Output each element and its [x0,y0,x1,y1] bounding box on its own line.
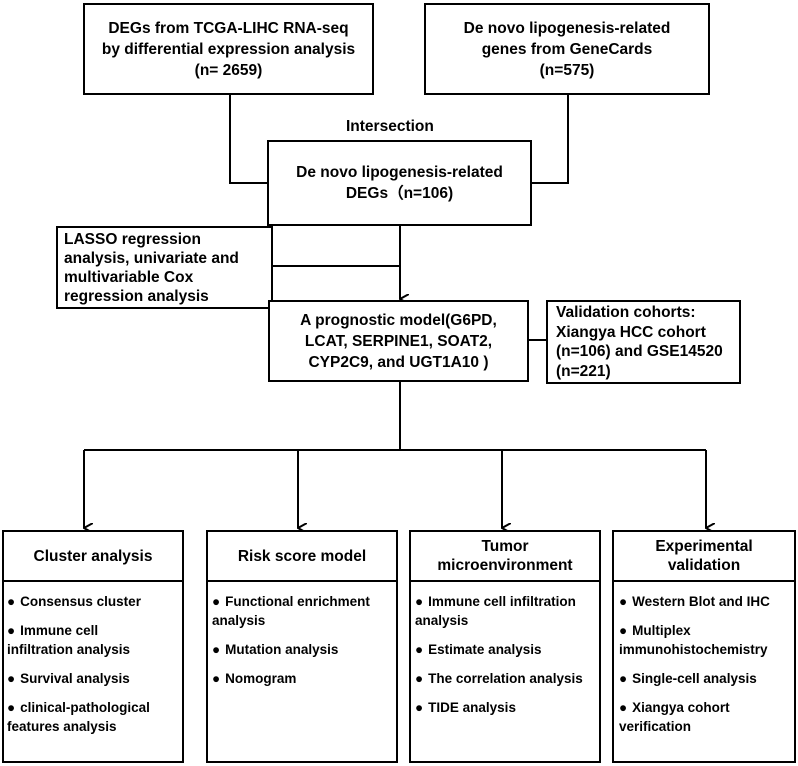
list-item: ● Estimate analysis [415,640,595,659]
dnl-degs-line-2: DEGs（n=106) [345,185,454,202]
list-item: ● The correlation analysis [415,669,595,688]
bullet-icon: ● [415,700,424,715]
degs-tcga-line-1: DEGs from TCGA-LIHC RNA-seq [108,19,349,37]
genecards-line-3: (n=575) [539,61,595,79]
experimental-title-line-2: validation [667,557,741,574]
list-item: ● Multiplex immunohistochemistry [619,621,790,659]
list-item-text: Functional enrichment [225,594,370,609]
list-item: ● Xiangya cohort verification [619,698,790,736]
bullet-icon: ● [619,623,628,638]
list-item-text: analysis [415,613,469,628]
list-item: ● Immune cell infiltration analysis [7,621,178,659]
bullet-icon: ● [415,642,424,657]
list-item: ● Survival analysis [7,669,178,688]
bullet-icon: ● [7,671,16,686]
dnl-degs-box: De novo lipogenesis-related DEGs（n=106) [267,140,532,226]
list-item-text: Survival analysis [20,671,130,686]
list-item: ● Mutation analysis [212,640,392,659]
bullet-icon: ● [415,594,424,609]
list-item-text: Immune cell [20,623,99,638]
bullet-icon: ● [7,700,16,715]
intersection-label: Intersection [346,118,434,135]
cluster-analysis-title: Cluster analysis [4,532,182,582]
dnl-degs-line-1: De novo lipogenesis-related [296,164,503,181]
lasso-box: LASSO regression analysis, univariate an… [56,226,273,309]
cluster-analysis-panel: Cluster analysis ● Consensus cluster ● Imm… [2,530,184,763]
list-item: ● Functional enrichment analysis [212,592,392,630]
tumor-microenvironment-panel: Tumor microenvironment ● Immune cell infi… [409,530,601,763]
validation-line-2: Xiangya HCC cohort [556,323,706,341]
connector-genecards-to-dnl [532,95,569,184]
list-item-text: Estimate analysis [428,642,542,657]
validation-line-1: Validation cohorts: [556,304,696,321]
list-item-text: analysis [212,613,266,628]
list-item-text: clinical-pathological [20,700,150,715]
model-line-3: CYP2C9, and UGT1A10 ) [308,353,489,371]
bullet-icon: ● [7,623,16,638]
bullet-icon: ● [7,594,16,609]
list-item-text: TIDE analysis [428,700,516,715]
list-item: ● Immune cell infiltration analysis [415,592,595,630]
validation-cohorts-box: Validation cohorts: Xiangya HCC cohort (… [546,300,741,384]
bullet-icon: ● [415,671,424,686]
bullet-icon: ● [619,594,628,609]
list-item-text: Western Blot and IHC [632,594,770,609]
connector-tcga-to-dnl [229,95,267,184]
lasso-line-4: regression analysis [64,288,209,305]
experimental-validation-title: Experimental validation [614,532,794,582]
list-item: ● Nomogram [212,669,392,688]
model-line-1: A prognostic model(G6PD, [300,311,497,329]
bullet-icon: ● [212,671,221,686]
lasso-line-1: LASSO regression [64,231,201,248]
list-item: ● TIDE analysis [415,698,595,717]
tumor-title-line-2: microenvironment [437,557,573,574]
genecards-line-1: De novo lipogenesis-related [463,19,671,37]
risk-score-model-title: Risk score model [208,532,396,582]
list-item-text: Mutation analysis [225,642,339,657]
list-item-text: Immune cell infiltration [428,594,576,609]
list-item-text: Single-cell analysis [632,671,757,686]
bullet-icon: ● [212,594,221,609]
list-item-text: immunohistochemistry [619,642,768,657]
list-item-text: infiltration analysis [7,642,131,657]
degs-tcga-box: DEGs from TCGA-LIHC RNA-seq by different… [83,3,374,95]
validation-line-3: (n=106) and GSE14520 [556,343,723,360]
genecards-box: De novo lipogenesis-related genes from G… [424,3,710,95]
validation-line-4: (n=221) [556,362,611,380]
list-item-text: The correlation analysis [428,671,583,686]
list-item-text: features analysis [7,719,117,734]
bullet-icon: ● [212,642,221,657]
degs-tcga-line-3: (n= 2659) [194,61,263,79]
experimental-validation-panel: Experimental validation ● Western Blot an… [612,530,796,763]
bullet-icon: ● [619,700,628,715]
list-item: ● Consensus cluster [7,592,178,611]
model-line-2: LCAT, SERPINE1, SOAT2, [304,332,493,350]
list-item: ● clinical-pathological features analysis [7,698,178,736]
list-item: ● Western Blot and IHC [619,592,790,611]
experimental-title-line-1: Experimental [655,538,753,555]
tumor-title-line-1: Tumor [481,538,529,555]
risk-score-model-panel: Risk score model ● Functional enrichment … [206,530,398,763]
list-item-text: Multiplex [632,623,691,638]
prognostic-model-box: A prognostic model(G6PD, LCAT, SERPINE1,… [268,300,529,382]
bullet-icon: ● [619,671,628,686]
list-item: ● Single-cell analysis [619,669,790,688]
list-item-text: verification [619,719,692,734]
lasso-line-3: multivariable Cox [64,269,194,286]
list-item-text: Consensus cluster [20,594,141,609]
list-item-text: Xiangya cohort [632,700,730,715]
cluster-title-line-1: Cluster analysis [33,547,153,565]
lasso-line-2: analysis, univariate and [64,250,239,267]
tumor-microenvironment-title: Tumor microenvironment [411,532,599,582]
degs-tcga-line-2: by differential expression analysis [101,40,356,58]
risk-title-line-1: Risk score model [237,547,367,565]
genecards-line-2: genes from GeneCards [481,40,653,58]
list-item-text: Nomogram [225,671,297,686]
